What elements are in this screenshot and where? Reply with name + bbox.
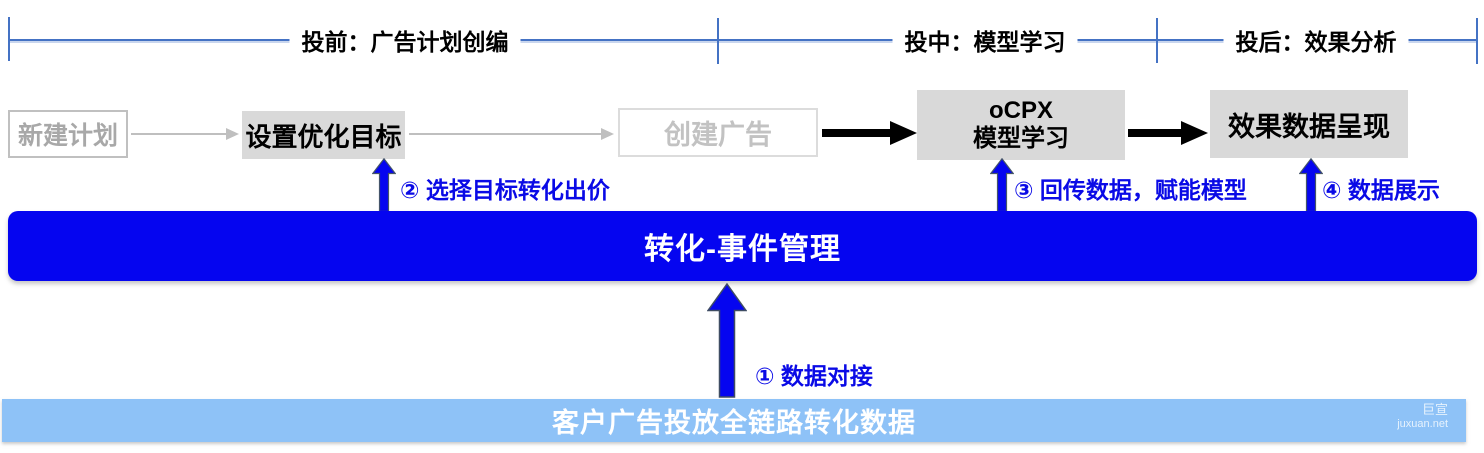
phase-axis-line bbox=[8, 39, 1478, 41]
watermark: 巨宣 juxuan.net bbox=[1397, 402, 1448, 431]
gray-arrow-new-plan-to-set-goal bbox=[131, 128, 239, 140]
watermark-site: juxuan.net bbox=[1397, 417, 1448, 430]
box-new-plan-label: 新建计划 bbox=[17, 122, 118, 150]
bottom-bar-label: 客户广告投放全链路转化数据 bbox=[552, 408, 916, 438]
blue-up-arrow-step4 bbox=[1299, 158, 1323, 212]
annotation-step1: ① 数据对接 bbox=[755, 363, 873, 389]
conversion-event-management-banner: 转化-事件管理 bbox=[8, 211, 1477, 281]
blue-up-arrow-step3 bbox=[990, 158, 1014, 212]
phase-label-mid-launch: 投中：模型学习 bbox=[892, 21, 1078, 59]
gray-arrow-set-goal-to-create-ad bbox=[409, 128, 614, 140]
annotation-step4: ④ 数据展示 bbox=[1322, 177, 1440, 203]
phase-label-post-launch: 投后：效果分析 bbox=[1223, 21, 1409, 59]
black-arrow-create-ad-to-ocpx bbox=[822, 121, 917, 145]
blue-up-arrow-step1 bbox=[707, 283, 747, 398]
axis-tick-mid1 bbox=[717, 18, 719, 64]
annotation-step3: ③ 回传数据，赋能模型 bbox=[1014, 177, 1247, 203]
watermark-brand: 巨宣 bbox=[1421, 402, 1448, 417]
phase-label-pre-launch: 投前：广告计划创编 bbox=[289, 21, 521, 59]
black-arrow-ocpx-to-result bbox=[1128, 121, 1208, 145]
axis-tick-mid2 bbox=[1156, 18, 1158, 63]
axis-tick-right bbox=[1476, 18, 1478, 64]
box-create-ad-label: 创建广告 bbox=[664, 120, 772, 150]
box-create-ad: 创建广告 bbox=[618, 108, 818, 157]
blue-up-arrow-step2 bbox=[372, 158, 396, 212]
box-result-data-display: 效果数据呈现 bbox=[1210, 90, 1408, 158]
banner-label: 转化-事件管理 bbox=[644, 233, 841, 266]
box-ocpx-model-learning: oCPX 模型学习 bbox=[917, 90, 1125, 160]
box-set-optimization-goal: 设置优化目标 bbox=[242, 111, 405, 159]
box-result-data-display-label: 效果数据呈现 bbox=[1228, 111, 1390, 142]
box-set-optimization-goal-label: 设置优化目标 bbox=[245, 121, 402, 152]
full-funnel-conversion-data-bar: 客户广告投放全链路转化数据 巨宣 juxuan.net bbox=[2, 399, 1466, 442]
box-new-plan: 新建计划 bbox=[8, 110, 128, 158]
box-ocpx-label-line1: oCPX bbox=[988, 97, 1053, 125]
annotation-step2: ② 选择目标转化出价 bbox=[400, 177, 610, 203]
box-ocpx-label-line2: 模型学习 bbox=[973, 125, 1069, 152]
axis-tick-left bbox=[8, 17, 10, 61]
